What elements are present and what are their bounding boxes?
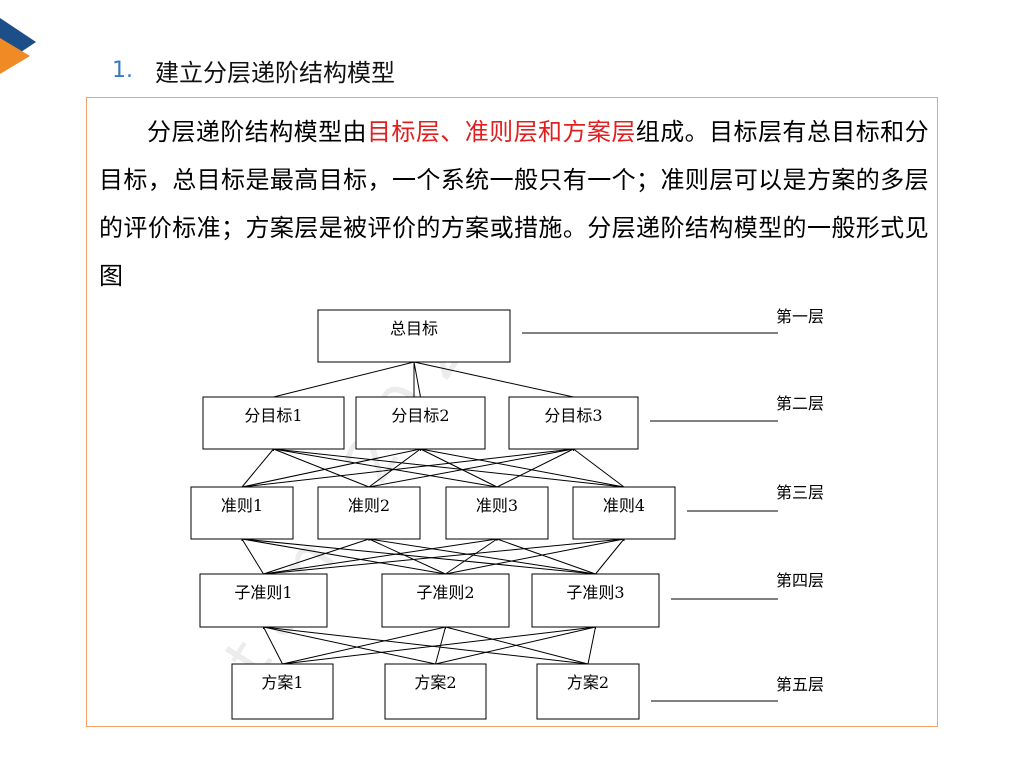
connector-line xyxy=(368,448,574,488)
node-box xyxy=(381,573,510,628)
node-box xyxy=(202,396,345,450)
node-box xyxy=(531,573,660,628)
paragraph-highlight: 目标层、准则层和方案层 xyxy=(366,118,636,146)
connector-line xyxy=(496,448,574,488)
connector-line xyxy=(241,448,274,488)
connector-line xyxy=(241,448,421,488)
node-box xyxy=(355,396,486,450)
node-label: 准则1 xyxy=(221,496,263,515)
connector-line xyxy=(595,538,625,575)
node-box xyxy=(190,486,294,540)
node-box xyxy=(317,309,511,363)
connector-line xyxy=(368,448,421,488)
logo-icon xyxy=(0,18,36,74)
connector-line xyxy=(573,448,625,488)
node-label: 分目标1 xyxy=(244,406,302,425)
connector-line xyxy=(282,626,446,665)
node-box xyxy=(536,663,640,720)
node-label: 方案1 xyxy=(261,673,303,692)
connector-line xyxy=(241,448,574,488)
connector-line xyxy=(263,626,589,665)
node-box xyxy=(572,486,676,540)
connector-line xyxy=(413,361,574,398)
connector-line xyxy=(435,626,596,665)
level-label: 第一层 xyxy=(776,307,824,326)
connector-line xyxy=(263,538,625,575)
intro-paragraph: 分层递阶结构模型由目标层、准则层和方案层组成。目标层有总目标和分目标，总目标是最… xyxy=(99,108,929,300)
connector-line xyxy=(241,538,446,575)
connector-line xyxy=(420,448,498,488)
connector-line xyxy=(496,538,596,575)
node-label: 分目标3 xyxy=(544,406,602,425)
node-label: 方案2 xyxy=(567,673,609,692)
connector-line xyxy=(445,538,625,575)
heading-title: 建立分层递阶结构模型 xyxy=(155,58,395,87)
node-label: 子准则3 xyxy=(566,583,624,602)
paragraph-text-2: 组成。目标层有总目标和分目标，总目标是最高目标，一个系统一般只有一个；准则层可以… xyxy=(99,118,929,290)
connector-line xyxy=(413,361,421,398)
connector-line xyxy=(241,538,264,575)
node-label: 准则3 xyxy=(476,496,518,515)
heading-number: 1. xyxy=(112,57,133,83)
content-box: 分层递阶结构模型由目标层、准则层和方案层组成。目标层有总目标和分目标，总目标是最… xyxy=(86,97,938,727)
connector-line xyxy=(368,538,446,575)
connector-line xyxy=(273,361,415,398)
connector-line xyxy=(587,626,596,665)
connector-line xyxy=(263,538,370,575)
node-box xyxy=(231,663,334,720)
level-label: 第四层 xyxy=(776,571,824,590)
connector-line xyxy=(263,538,498,575)
node-label: 总目标 xyxy=(390,319,438,338)
node-label: 方案2 xyxy=(414,673,456,692)
connector-line xyxy=(273,448,625,488)
node-box xyxy=(508,396,639,450)
node-label: 子准则2 xyxy=(416,583,474,602)
section-heading: 1. 建立分层递阶结构模型 xyxy=(112,52,395,88)
connector-line xyxy=(282,626,596,665)
node-box xyxy=(384,663,487,720)
connector-line xyxy=(368,538,596,575)
connector-line xyxy=(445,538,498,575)
level-label: 第三层 xyxy=(776,483,824,502)
node-label: 子准则1 xyxy=(234,583,292,602)
level-label: 第五层 xyxy=(776,675,824,694)
node-box xyxy=(445,486,549,540)
paragraph-text-1: 分层递阶结构模型由 xyxy=(147,118,367,146)
connector-line xyxy=(273,448,498,488)
diagram-connectors xyxy=(241,361,625,665)
connector-line xyxy=(263,626,283,665)
node-label: 分目标2 xyxy=(391,406,449,425)
node-label: 准则2 xyxy=(348,496,390,515)
node-label: 准则4 xyxy=(603,496,645,515)
connector-line xyxy=(241,538,596,575)
connector-line xyxy=(420,448,625,488)
node-box xyxy=(317,486,421,540)
connector-line xyxy=(263,626,436,665)
level-label: 第二层 xyxy=(776,394,824,413)
connector-line xyxy=(273,448,370,488)
node-box xyxy=(199,573,328,628)
